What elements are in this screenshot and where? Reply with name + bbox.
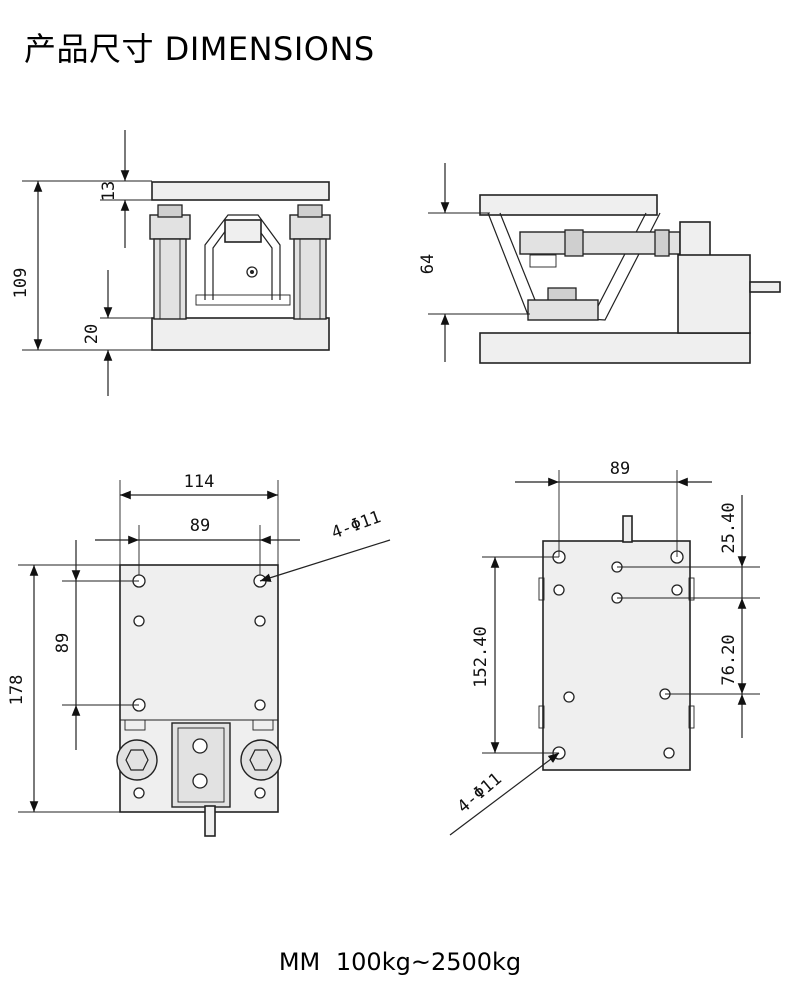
dim-mount-hole-y: 89 <box>53 633 73 653</box>
base-plate-view: 89 152.40 25.40 76.20 4-Φ11 <box>449 459 760 836</box>
dim-base-hole-y: 152.40 <box>471 626 491 687</box>
dim-front-height: 109 <box>11 268 31 299</box>
front-view: 109 13 20 <box>11 130 331 396</box>
footer-note: MM 100kg~2500kg <box>278 948 522 976</box>
dim-mount-holes: 4-Φ11 <box>329 507 384 543</box>
dim-front-base-plate: 20 <box>82 324 102 344</box>
dim-mount-hole-x: 89 <box>190 516 210 536</box>
dim-mount-length: 178 <box>7 675 27 706</box>
page-title: 产品尺寸 DIMENSIONS <box>24 30 375 68</box>
dim-base-offset-top: 25.40 <box>719 502 739 553</box>
dim-base-holes: 4-Φ11 <box>454 769 506 817</box>
dim-mount-width: 114 <box>184 472 215 492</box>
side-view: 64 <box>418 163 781 364</box>
dim-side-height: 64 <box>418 254 438 274</box>
mount-top-view: 114 89 89 178 4-Φ11 <box>7 472 391 837</box>
dim-base-hole-x: 89 <box>610 459 630 479</box>
dim-front-top-plate: 13 <box>99 181 119 201</box>
dim-base-spacing-mid: 76.20 <box>719 634 739 685</box>
